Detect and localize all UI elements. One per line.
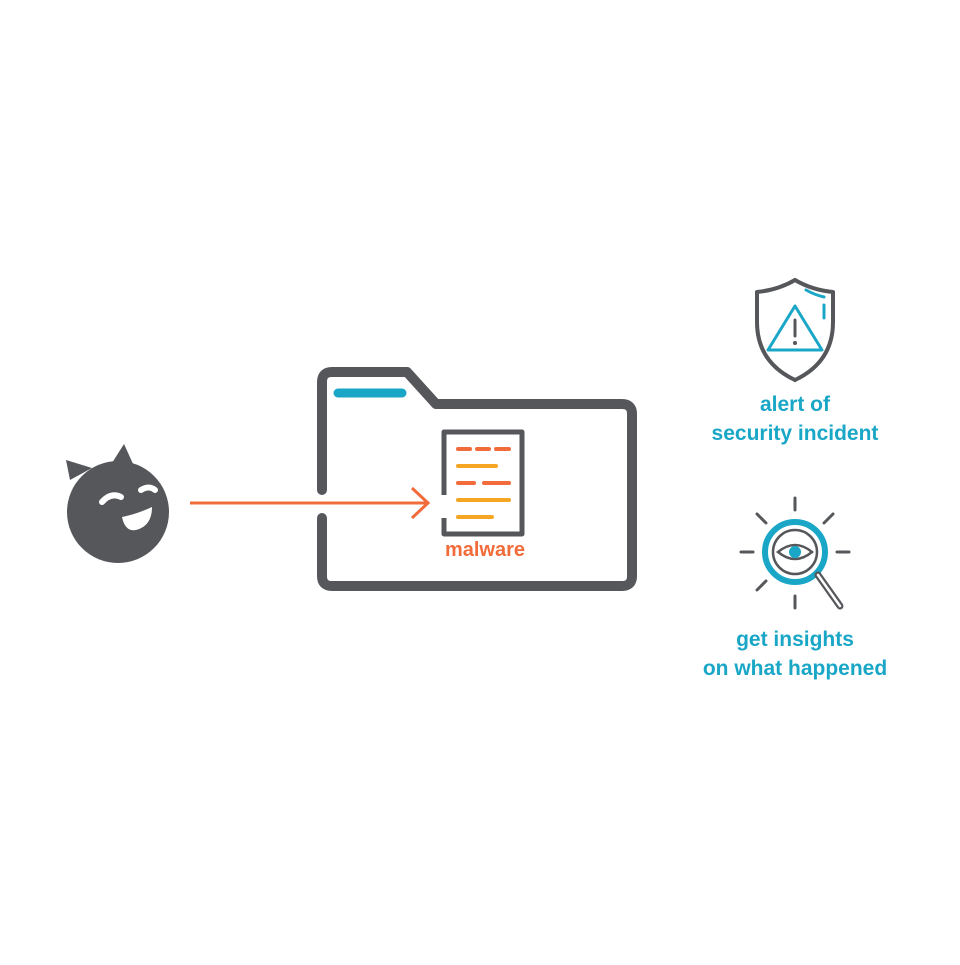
warning-triangle [766,304,824,352]
folder-icon [317,367,637,591]
alert-label: alert of security incident [680,390,910,448]
malware-label-text: malware [444,539,526,561]
shield-outline [755,278,797,382]
document-outline [441,429,525,537]
shield-inner-accent [804,288,826,320]
insights-label-line2: on what happened [702,657,888,680]
alert-label-line2: security incident [711,422,879,445]
magnifier-eye-icon [739,496,851,610]
eye-outline [776,543,814,561]
malware-label: malware [410,537,560,563]
shield-warning-icon [755,278,835,382]
devil-left-horn [66,460,92,480]
warning-exclamation-dot [793,341,797,345]
devil-mouth [122,507,152,531]
devil-right-horn [112,444,134,466]
ray [755,512,768,525]
magnifier-lens-inner [771,528,819,576]
shield-outline-right [793,278,835,382]
eye-pupil [789,546,801,558]
magnifier-handle-inner [816,573,842,608]
devil-head [67,461,169,563]
arrow-right-icon [190,486,431,520]
devil-face-icon [66,444,169,563]
insights-label-line1: get insights [736,628,854,651]
devil-left-eye [99,492,124,505]
devil-right-eye [138,484,158,493]
ray [822,512,835,525]
ray [755,579,768,592]
alert-label-line1: alert of [759,393,830,416]
insights-label: get insights on what happened [670,625,920,683]
document-code-icon [441,429,525,537]
arrow-head [410,486,431,520]
magnifier-lens [762,519,828,585]
folder-outline [317,367,637,591]
